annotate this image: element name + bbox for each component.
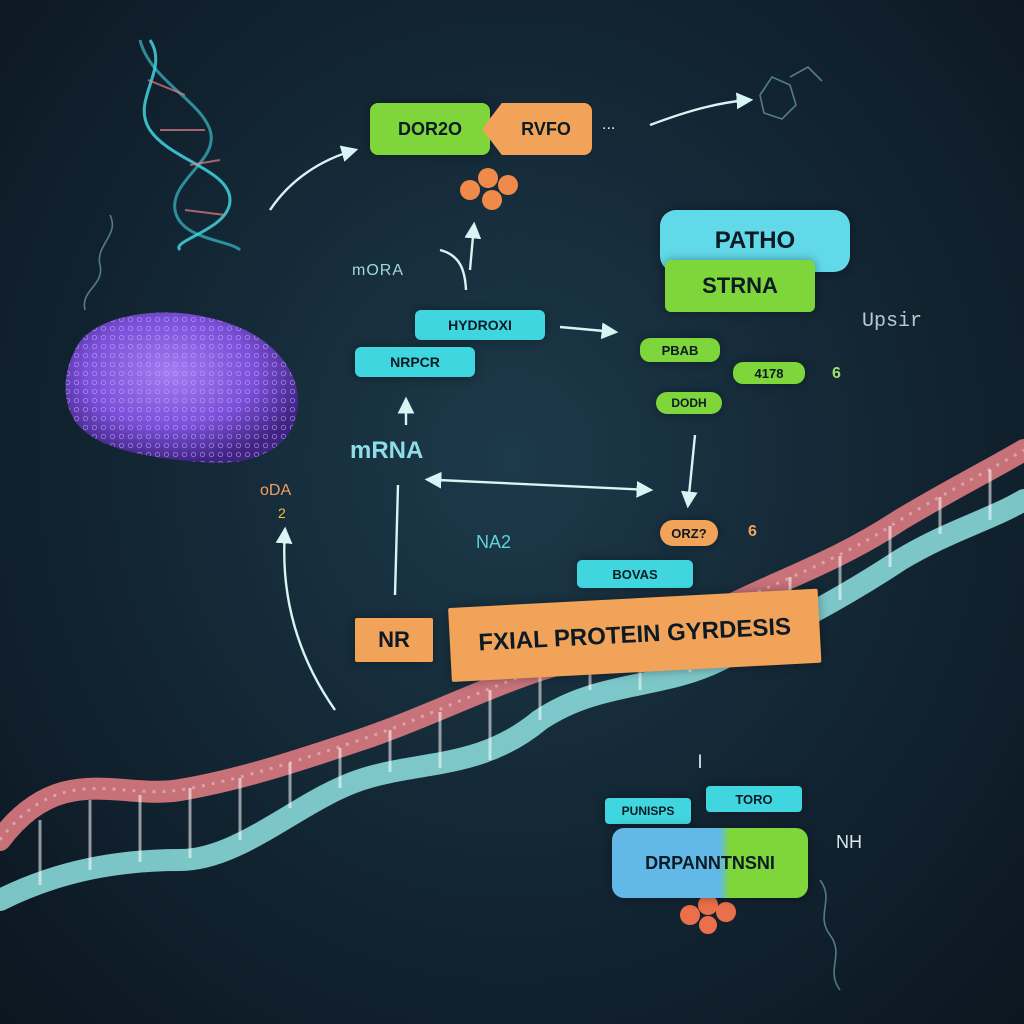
label-small-green: DODH (656, 392, 722, 414)
label-nrp-text: NRPCR (390, 354, 440, 370)
label-top-right: RVFO (482, 103, 592, 155)
label-left-small-2: 2 (278, 505, 286, 521)
label-strna-text: STRNA (702, 273, 778, 298)
label-bottom-left-cyan: PUNISPS (605, 798, 691, 824)
tiny-glyph: l (698, 752, 702, 772)
label-cyan-lower: BOVAS (577, 560, 693, 588)
label-nrp: NRPCR (355, 347, 475, 377)
label-strna: STRNA (665, 260, 815, 312)
arrow-dots: ... (602, 116, 616, 133)
arrows (269, 92, 754, 711)
label-nr-box: NR (355, 618, 433, 662)
label-orange-small-text: ORZ? (671, 525, 707, 541)
protein-molecule (65, 312, 299, 463)
label-na2: NA2 (476, 532, 512, 552)
label-hydro: HYDROXI (415, 310, 545, 340)
number-6b: 6 (748, 523, 757, 540)
label-side-right: Upsir (862, 310, 923, 333)
label-mrna-small: mORA (352, 262, 404, 279)
bottom-banner-text: DRPANNTNSNI (645, 852, 775, 873)
label-bottom-left-cyan-text: PUNISPS (621, 804, 675, 818)
rna-strand (83, 66, 841, 991)
label-cyan-lower-text: BOVAS (612, 566, 658, 582)
label-left-small: oDA (260, 482, 292, 499)
label-right-green-text: 4178 (754, 365, 784, 381)
label-hydro-text: HYDROXI (448, 317, 512, 333)
bottom-banner: DRPANNTNSNI (612, 828, 808, 898)
dna-helix-small (138, 39, 242, 252)
nh-tag: NH (836, 832, 862, 852)
label-pathway-text: PATHO (714, 227, 796, 254)
label-top-right-text: RVFO (521, 118, 571, 139)
label-orange-small: ORZ? (660, 520, 718, 546)
label-bottom-right-cyan: TORO (706, 786, 802, 812)
label-top-left: DOR2O (370, 103, 490, 155)
number-6a: 6 (832, 365, 841, 382)
label-top-left-text: DOR2O (397, 118, 462, 139)
main-title-text: FXIAL PROTEIN GYRDESIS (477, 613, 792, 657)
label-left-green-text: PBAB (661, 342, 699, 358)
label-mrna: mRNA (350, 437, 424, 464)
label-nr-box-text: NR (378, 627, 410, 652)
label-bottom-right-cyan-text: TORO (735, 791, 773, 807)
molecule-cluster-top (460, 168, 518, 210)
label-left-green: PBAB (640, 338, 720, 362)
molecule-cluster-bottom (680, 895, 736, 934)
label-small-green-text: DODH (671, 396, 707, 410)
label-right-green: 4178 (733, 362, 805, 384)
